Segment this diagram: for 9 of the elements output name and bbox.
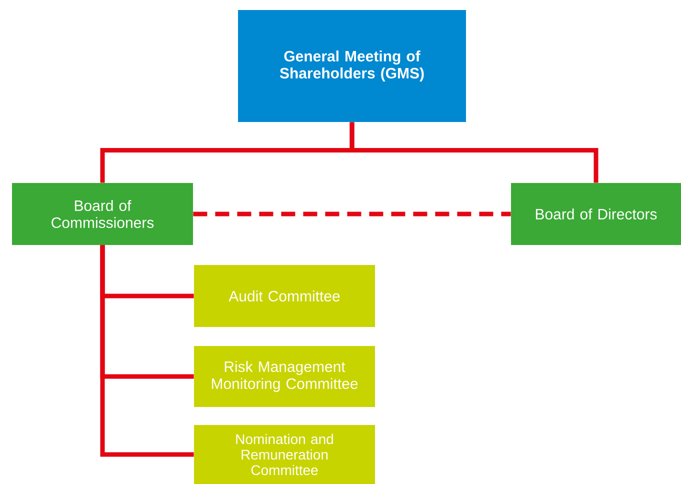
committee-box: Nomination and Remuneration Committee <box>194 424 375 484</box>
meeting-box: General Meeting of Shareholders (GMS) <box>238 10 466 122</box>
committee-box: Risk Management Monitoring Committee <box>194 346 375 407</box>
board-box: Board of Commissioners <box>12 183 193 245</box>
board-box: Board of Directors <box>511 183 681 245</box>
committee-box: Audit Committee <box>194 264 375 327</box>
connector-line <box>100 245 194 457</box>
connector-line <box>193 212 511 216</box>
connector-line <box>350 122 598 183</box>
